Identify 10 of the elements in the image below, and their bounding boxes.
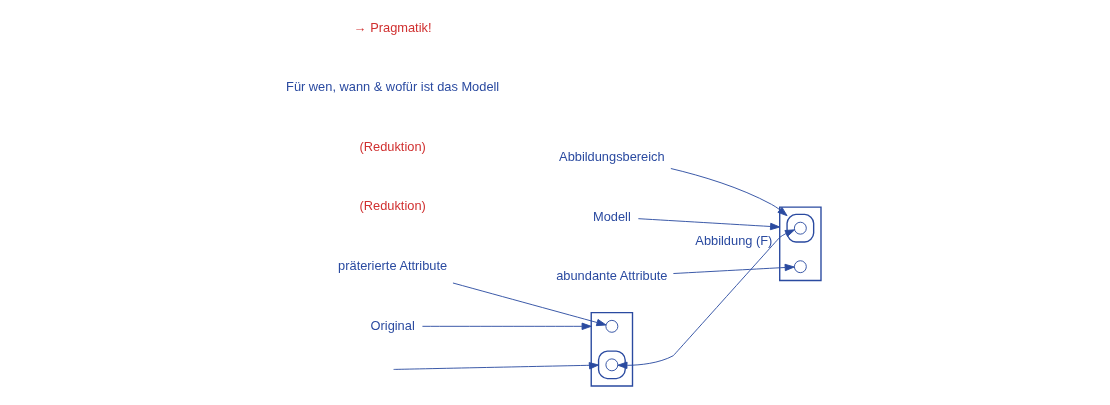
node-text: abundante Attribute [556,268,668,284]
node-text: Abbildungsbereich [559,148,665,164]
node-text: Modell [592,208,631,224]
edge-label: Abbildung (F) [695,232,773,248]
label: Für wen, wann & wofür ist das Modell [286,79,500,95]
node-text: Original [370,317,415,333]
label: → Pragmatik! [353,19,432,35]
label: (Reduktion) [359,138,426,154]
label: (Reduktion) [359,198,426,214]
node-text: präterierte Attribute [338,258,448,274]
